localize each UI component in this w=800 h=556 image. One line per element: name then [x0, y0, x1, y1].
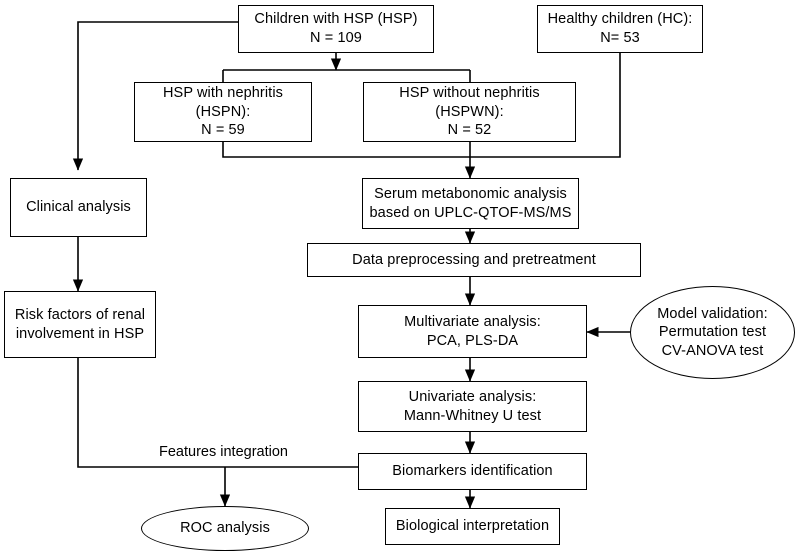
- node-roc-analysis: ROC analysis: [141, 506, 309, 551]
- node-serum-metabonomic: Serum metabonomic analysis based on UPLC…: [362, 178, 579, 229]
- edge-label-features-integration: Features integration: [155, 444, 292, 462]
- node-model-validation: Model validation: Permutation test CV-AN…: [630, 286, 795, 379]
- edge-hspn-join: [222, 142, 470, 158]
- node-hspwn: HSP without nephritis (HSPWN): N = 52: [363, 82, 576, 142]
- node-risk-factors: Risk factors of renal involvement in HSP: [4, 291, 156, 358]
- node-biomarkers-identification: Biomarkers identification: [358, 453, 587, 490]
- node-biological-interpretation: Biological interpretation: [385, 508, 560, 545]
- node-hsp-cohort: Children with HSP (HSP) N = 109: [238, 5, 434, 53]
- node-multivariate-analysis: Multivariate analysis: PCA, PLS-DA: [358, 305, 587, 358]
- node-hspn: HSP with nephritis (HSPN): N = 59: [134, 82, 312, 142]
- node-univariate-analysis: Univariate analysis: Mann-Whitney U test: [358, 381, 587, 432]
- node-clinical-analysis: Clinical analysis: [10, 178, 147, 237]
- node-healthy-children: Healthy children (HC): N= 53: [537, 5, 703, 53]
- node-data-preprocessing: Data preprocessing and pretreatment: [307, 243, 641, 277]
